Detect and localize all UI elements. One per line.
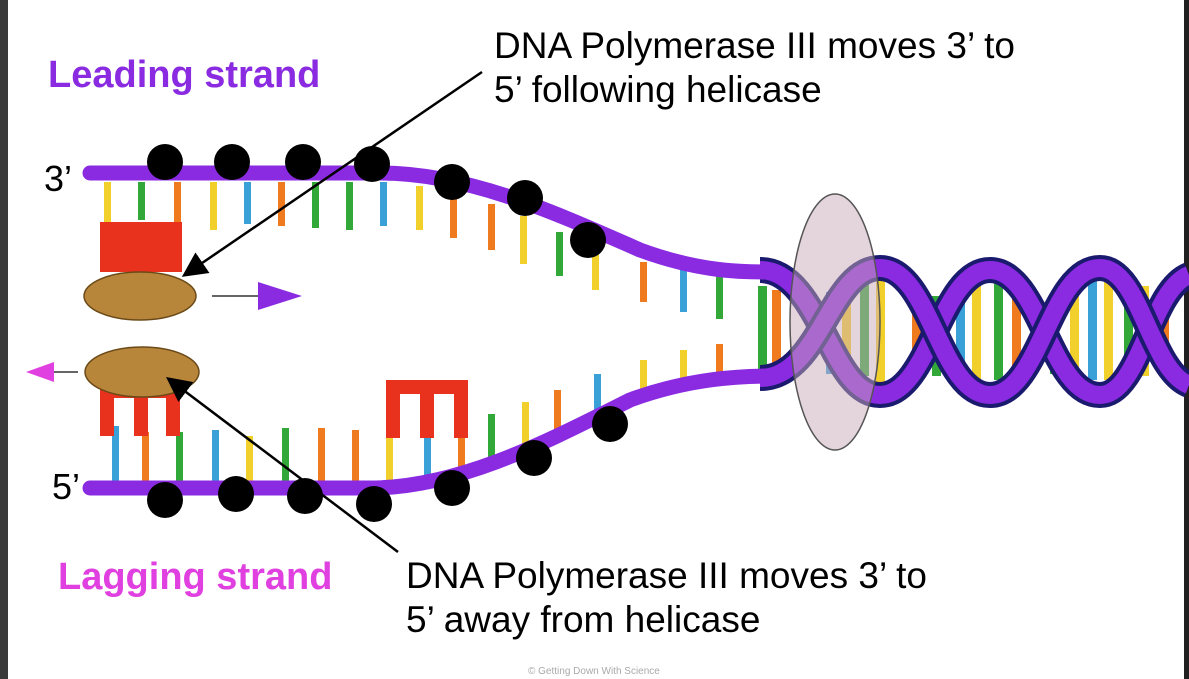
leading-note: DNA Polymerase III moves 3’ to 5’ follow…	[494, 24, 1015, 112]
lagging-note-line2: 5’ away from helicase	[406, 599, 761, 640]
lagging-note-line1: DNA Polymerase III moves 3’ to	[406, 555, 927, 596]
lagging-pointer-line	[166, 376, 399, 553]
right-arrow-icon	[212, 282, 302, 310]
base-stick	[112, 426, 119, 484]
base-stick	[594, 374, 601, 418]
base-stick	[174, 182, 181, 222]
base-stick	[424, 438, 431, 480]
nucleotide-dot	[516, 440, 552, 476]
leading-note-line2: 5’ following helicase	[494, 69, 822, 110]
three-prime-end-label: 3’	[44, 158, 73, 199]
base-stick	[592, 248, 599, 290]
top-backbone	[82, 165, 783, 280]
leading-note-line1: DNA Polymerase III moves 3’ to	[494, 25, 1015, 66]
nucleotide-dot	[147, 482, 183, 518]
left-frame-edge	[0, 0, 8, 679]
top-nucleotides	[147, 144, 606, 258]
left-arrow-icon	[26, 362, 78, 382]
base-stick	[282, 428, 289, 484]
base-stick	[680, 270, 687, 312]
lagging-strand-label: Lagging strand	[58, 556, 333, 598]
bottom-strand-bases	[112, 344, 723, 484]
nucleotide-dot	[570, 222, 606, 258]
right-frame-edge	[1184, 0, 1189, 679]
base-stick	[386, 438, 393, 484]
base-stick	[716, 275, 723, 319]
base-stick	[104, 182, 111, 224]
nucleotide-dot	[285, 144, 321, 180]
nucleotide-dot	[592, 406, 628, 442]
nucleotide-dot	[434, 164, 470, 200]
copyright-credit: © Getting Down With Science	[528, 666, 660, 677]
base-stick	[138, 182, 145, 220]
nucleotide-dot	[354, 146, 390, 182]
base-stick	[554, 390, 561, 434]
base-stick	[716, 344, 723, 386]
helicase	[789, 193, 881, 451]
base-stick	[278, 182, 285, 226]
base-stick	[210, 182, 217, 230]
base-stick	[380, 182, 387, 226]
nucleotide-dot	[147, 144, 183, 180]
base-stick	[352, 430, 359, 484]
base-stick	[640, 360, 647, 400]
base-stick	[488, 204, 495, 250]
nucleotide-dot	[214, 144, 250, 180]
base-stick	[312, 182, 319, 228]
base-stick	[416, 186, 423, 230]
nucleotide-dot	[218, 476, 254, 512]
leading-strand-label: Leading strand	[48, 54, 321, 96]
base-stick	[176, 432, 183, 484]
lagging-note: DNA Polymerase III moves 3’ to 5’ away f…	[406, 554, 927, 642]
base-stick	[212, 430, 219, 484]
base-stick	[488, 414, 495, 462]
leading-primer-shape	[100, 222, 182, 272]
base-stick	[318, 428, 325, 484]
nucleotide-dot	[287, 478, 323, 514]
base-stick	[556, 232, 563, 276]
base-stick	[522, 402, 529, 448]
leading-pointer-line	[181, 70, 483, 277]
nucleotide-dot	[507, 180, 543, 216]
base-stick	[346, 182, 353, 230]
base-stick	[520, 216, 527, 264]
leading-polymerase	[83, 271, 197, 321]
top-strand-bases	[104, 182, 723, 319]
base-stick	[142, 432, 149, 484]
bottom-nucleotides	[147, 406, 628, 522]
base-stick	[458, 424, 465, 476]
nucleotide-dot	[356, 486, 392, 522]
base-stick	[246, 436, 253, 484]
five-prime-end-label: 5’	[52, 466, 81, 507]
base-stick	[680, 350, 687, 390]
base-stick	[450, 194, 457, 238]
base-stick	[244, 182, 251, 224]
nucleotide-dot	[434, 470, 470, 506]
lagging-primer-shape-middle	[386, 380, 468, 438]
base-stick	[640, 262, 647, 302]
